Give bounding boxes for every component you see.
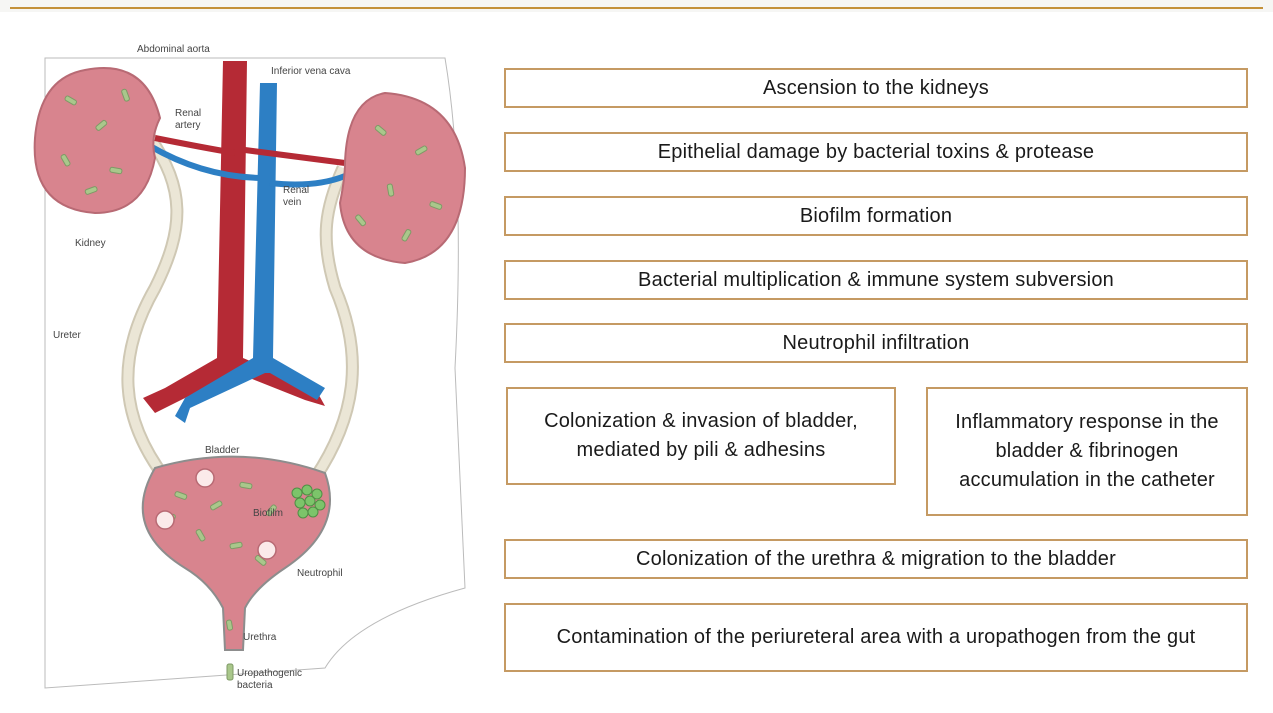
label-bladder: Bladder (205, 445, 240, 456)
bacteria-legend-icon (227, 664, 233, 680)
label-renal-vein-2: vein (283, 197, 301, 208)
step-urethra-colonization: Colonization of the urethra & migration … (504, 539, 1248, 579)
urinary-tract-illustration: Abdominal aorta Inferior vena cava Renal… (25, 28, 475, 713)
step-inflammatory-response: Inflammatory response in the bladder & f… (926, 387, 1248, 516)
label-renal-vein-1: Renal (283, 185, 309, 196)
step-neutrophil-infiltration: Neutrophil infiltration (504, 323, 1248, 363)
label-neutrophil: Neutrophil (297, 568, 343, 579)
label-renal-artery-2: artery (175, 120, 201, 131)
step-colonization-invasion: Colonization & invasion of bladder, medi… (506, 387, 896, 485)
step-periureteral-contamination: Contamination of the periureteral area w… (504, 603, 1248, 672)
label-uropathogenic-2: bacteria (237, 680, 273, 691)
label-uropathogenic-1: Uropathogenic (237, 668, 302, 679)
label-abdominal-aorta: Abdominal aorta (137, 44, 210, 55)
left-kidney (35, 68, 160, 213)
label-biofilm: Biofilm (253, 508, 283, 519)
label-urethra: Urethra (243, 632, 277, 643)
step-biofilm-formation: Biofilm formation (504, 196, 1248, 236)
step-ascension: Ascension to the kidneys (504, 68, 1248, 108)
step-epithelial-damage: Epithelial damage by bacterial toxins & … (504, 132, 1248, 172)
label-inferior-vena-cava: Inferior vena cava (271, 66, 351, 77)
top-rule (10, 7, 1263, 9)
step-bacterial-multiplication: Bacterial multiplication & immune system… (504, 260, 1248, 300)
label-renal-artery-1: Renal (175, 108, 201, 119)
label-ureter: Ureter (53, 330, 81, 341)
label-kidney: Kidney (75, 238, 106, 249)
